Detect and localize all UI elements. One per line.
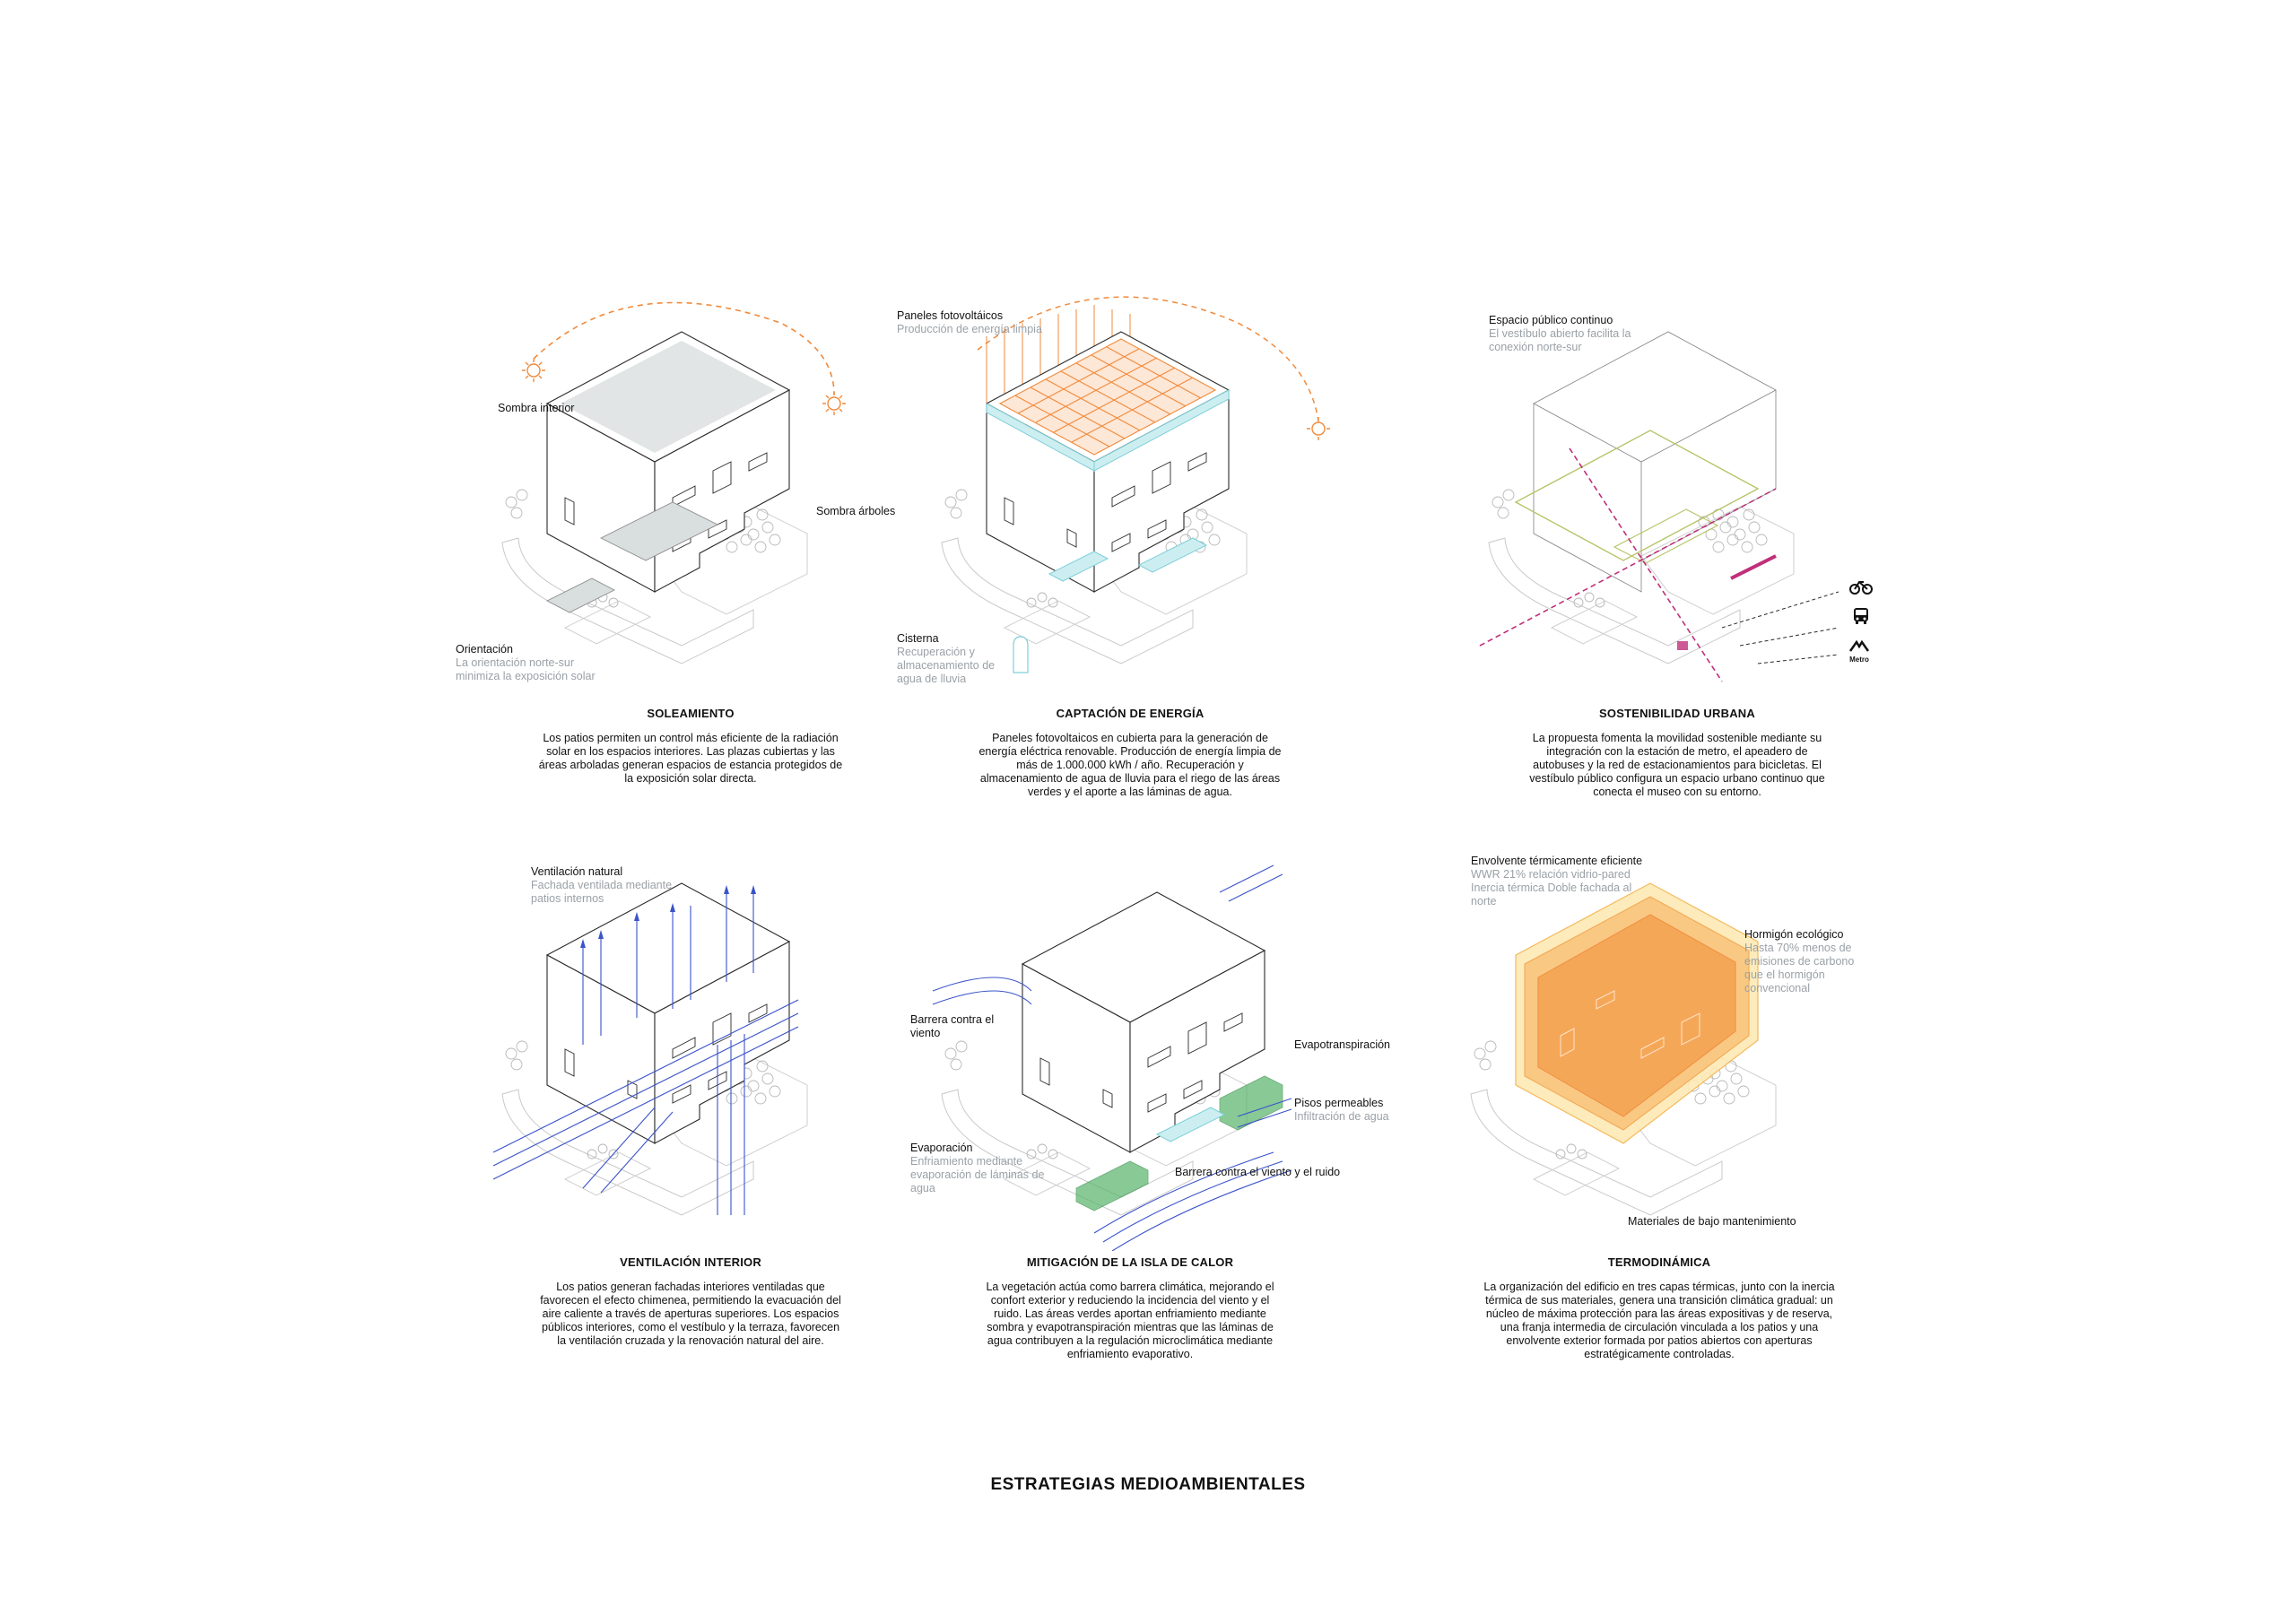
label-cisterna: Cisterna Recuperación y almacenamiento d… <box>897 632 996 685</box>
label-envolvente: Envolvente térmicamente eficiente WWR 21… <box>1471 855 1643 908</box>
panel-description: Los patios generan fachadas interiores v… <box>540 1281 841 1347</box>
panel-title: TERMODINÁMICA <box>1607 1255 1711 1269</box>
panel-description: Paneles fotovoltaicos en cubierta para l… <box>978 732 1282 798</box>
label-materiales: Materiales de bajo mantenimiento <box>1628 1215 1796 1228</box>
label-ventilacion-natural: Ventilación natural Fachada ventilada me… <box>531 865 673 905</box>
label-sombra-interior: Sombra interior <box>498 402 575 414</box>
captacion-diagram <box>941 296 1330 673</box>
panel-sostenibilidad: Metro Espacio público continuo El vestíb… <box>1444 287 1910 843</box>
panel-description: La organización del edificio en tres cap… <box>1483 1281 1835 1360</box>
panel-captacion: Paneles fotovoltáicos Producción de ener… <box>897 287 1363 843</box>
label-hormigon: Hormigón ecológico Hasta 70% menos de em… <box>1744 928 1855 994</box>
panel-description: Los patios permiten un control más efici… <box>538 732 843 785</box>
panel-title: SOSTENIBILIDAD URBANA <box>1599 707 1755 720</box>
label-espacio-publico: Espacio público continuo El vestíbulo ab… <box>1489 314 1631 353</box>
label-barrera-viento: Barrera contra el viento <box>910 1013 995 1039</box>
label-pisos-permeables: Pisos permeables Infiltración de agua <box>1294 1097 1389 1123</box>
soleamiento-diagram <box>501 301 846 664</box>
sun-icon-right <box>822 392 846 415</box>
metro-icon: Metro <box>1848 639 1871 664</box>
sun-icon-left <box>522 359 545 382</box>
panel-description: La propuesta fomenta la movilidad sosten… <box>1529 732 1825 798</box>
sostenibilidad-diagram <box>1479 331 1839 682</box>
termodinamica-diagram <box>1470 882 1777 1216</box>
isla-calor-diagram <box>932 864 1292 1251</box>
bus-icon <box>1852 607 1870 630</box>
mobility-lines <box>1721 591 1839 664</box>
panel-soleamiento: Sombra interior Sombra árboles Orientaci… <box>456 287 924 843</box>
bicycle-icon <box>1849 578 1873 597</box>
panel-title: CAPTACIÓN DE ENERGÍA <box>1056 707 1205 720</box>
panel-title: MITIGACIÓN DE LA ISLA DE CALOR <box>1026 1255 1234 1269</box>
label-orientacion: Orientación La orientación norte-sur min… <box>456 643 596 682</box>
label-evaporacion: Evaporación Enfriamiento mediante evapor… <box>910 1142 1045 1194</box>
wind-arrows <box>932 864 1292 1251</box>
label-barrera-viento-ruido: Barrera contra el viento y el ruido <box>1175 1166 1341 1178</box>
airflow-arrows <box>492 892 799 1215</box>
panel-isla-calor: Barrera contra el viento Evapotranspirac… <box>897 838 1390 1394</box>
metro-label: Metro <box>1849 656 1869 664</box>
panel-title: SOLEAMIENTO <box>647 707 735 720</box>
main-title: ESTRATEGIAS MEDIOAMBIENTALES <box>990 1475 1306 1494</box>
panel-termodinamica: Envolvente térmicamente eficiente WWR 21… <box>1426 838 1892 1394</box>
pedestrian-route-arrows <box>1479 447 1777 682</box>
panel-description: La vegetación actúa como barrera climáti… <box>986 1281 1274 1360</box>
ventilacion-diagram <box>492 882 808 1216</box>
solar-panel-grid <box>998 338 1217 456</box>
label-sombra-arboles: Sombra árboles <box>816 505 896 517</box>
label-paneles: Paneles fotovoltáicos Producción de ener… <box>897 309 1042 335</box>
sun-icon <box>1307 417 1330 440</box>
label-evapotranspiracion: Evapotranspiración <box>1294 1038 1391 1051</box>
panel-ventilacion: Ventilación natural Fachada ventilada me… <box>457 838 924 1394</box>
panel-title: VENTILACIÓN INTERIOR <box>620 1255 761 1269</box>
